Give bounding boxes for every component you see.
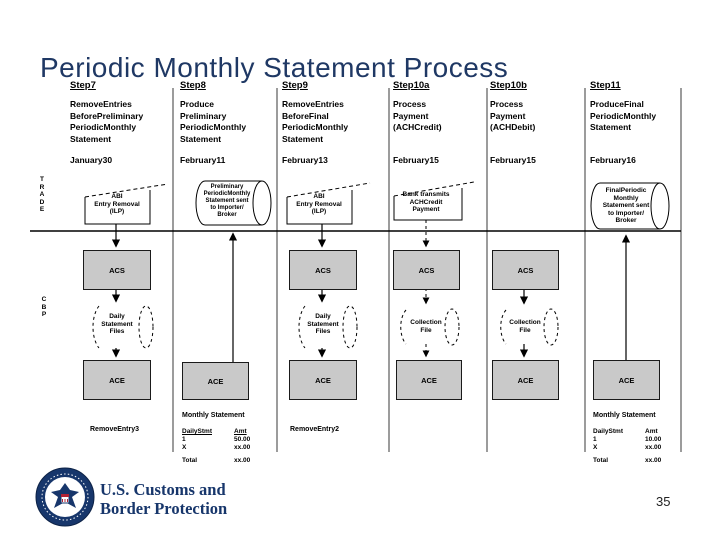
ace-box-step10a: ACE xyxy=(396,360,462,400)
final-table-row: X xx.00 xyxy=(593,444,662,451)
prelim-table-row: X xx.00 xyxy=(182,444,251,451)
step10b-header: Step10b xyxy=(490,80,527,91)
ace-box-step10b: ACE xyxy=(492,360,559,400)
step10b-description: Process Payment (ACHDebit) xyxy=(490,99,536,132)
monthly-statement-final-note: Monthly Statement xyxy=(593,412,656,419)
page-number: 35 xyxy=(656,494,671,509)
collection-file-step10b-label: Collection File xyxy=(509,319,541,334)
abi-entry-removal-step7-label: ABI Entry Removal (ILP) xyxy=(94,193,140,215)
band-label-cbp: CBP xyxy=(41,296,47,318)
daily-statement-files-step9-label: Daily Statement Files xyxy=(307,313,339,335)
band-label-trade: TRADE xyxy=(39,176,45,213)
final-table-col2-header: Amt xyxy=(645,428,658,435)
collection-file-step10a-label: Collection File xyxy=(410,319,442,334)
ace-box-step9: ACE xyxy=(289,360,357,400)
cbp-seal-icon xyxy=(35,467,95,527)
step8-date: February11 xyxy=(180,155,226,165)
ace-box-step8: ACE xyxy=(182,362,249,400)
step11-description: ProduceFinal PeriodicMonthly Statement xyxy=(590,99,657,132)
step7-description: RemoveEntries BeforePreliminary Periodic… xyxy=(70,99,144,144)
step10a-header: Step10a xyxy=(393,80,430,91)
abi-entry-removal-step9-label: ABI Entry Removal (ILP) xyxy=(296,193,342,215)
step9-date: February13 xyxy=(282,155,328,165)
remove-entry-2-note: RemoveEntry2 xyxy=(290,426,340,433)
step8-header: Step8 xyxy=(180,80,206,91)
final-statement-table: DailyStmt Amt 1 10.00 X xx.00 Total xx.0… xyxy=(593,428,681,465)
step10a-description: Process Payment (ACHCredit) xyxy=(393,99,442,132)
final-statement-cylinder-label: FinalPeriodic Monthly Statement sent to … xyxy=(602,187,650,224)
monthly-statement-prelim-note: Monthly Statement xyxy=(182,412,245,419)
ace-box-step11: ACE xyxy=(593,360,660,400)
acs-box-step10a: ACS xyxy=(393,250,460,290)
step10b-date: February15 xyxy=(490,155,536,165)
remove-entry-3-note: RemoveEntry3 xyxy=(90,426,140,433)
step7-date: January30 xyxy=(70,155,113,165)
org-name: U.S. Customs and Border Protection xyxy=(100,480,227,518)
step10a-date: February15 xyxy=(393,155,439,165)
org-name-line1: U.S. Customs and xyxy=(100,480,226,499)
step11-date: February16 xyxy=(590,155,636,165)
final-table-col1-header: DailyStmt xyxy=(593,428,623,435)
step9-header: Step9 xyxy=(282,80,308,91)
step8-description: Produce Preliminary PeriodicMonthly Stat… xyxy=(180,99,247,144)
prelim-statement-table: DailyStmt Amt 1 50.00 X xx.00 Total xx.0… xyxy=(182,428,270,465)
acs-box-step7: ACS xyxy=(83,250,151,290)
step9-description: RemoveEntries BeforeFinal PeriodicMonthl… xyxy=(282,99,349,144)
prelim-table-col1-header: DailyStmt xyxy=(182,428,212,435)
prelim-table-row: 1 50.00 xyxy=(182,436,251,443)
final-table-total-row: Total xx.00 xyxy=(593,457,662,464)
bank-transmits-ach-credit-label: Bank transmits ACHCredit Payment xyxy=(402,191,450,213)
ace-box-step7: ACE xyxy=(83,360,151,400)
final-table-row: 1 10.00 xyxy=(593,436,662,443)
acs-box-step10b: ACS xyxy=(492,250,559,290)
org-name-line2: Border Protection xyxy=(100,499,228,518)
acs-box-step9: ACS xyxy=(289,250,357,290)
slide-title: Periodic Monthly Statement Process xyxy=(40,52,509,83)
step11-header: Step11 xyxy=(590,80,621,91)
prelim-table-total-row: Total xx.00 xyxy=(182,457,251,464)
step7-header: Step7 xyxy=(70,80,96,91)
daily-statement-files-step7-label: Daily Statement Files xyxy=(101,313,133,335)
prelim-table-col2-header: Amt xyxy=(234,428,247,435)
prelim-statement-cylinder-label: Preliminary PeriodicMonthly Statement se… xyxy=(203,184,251,218)
